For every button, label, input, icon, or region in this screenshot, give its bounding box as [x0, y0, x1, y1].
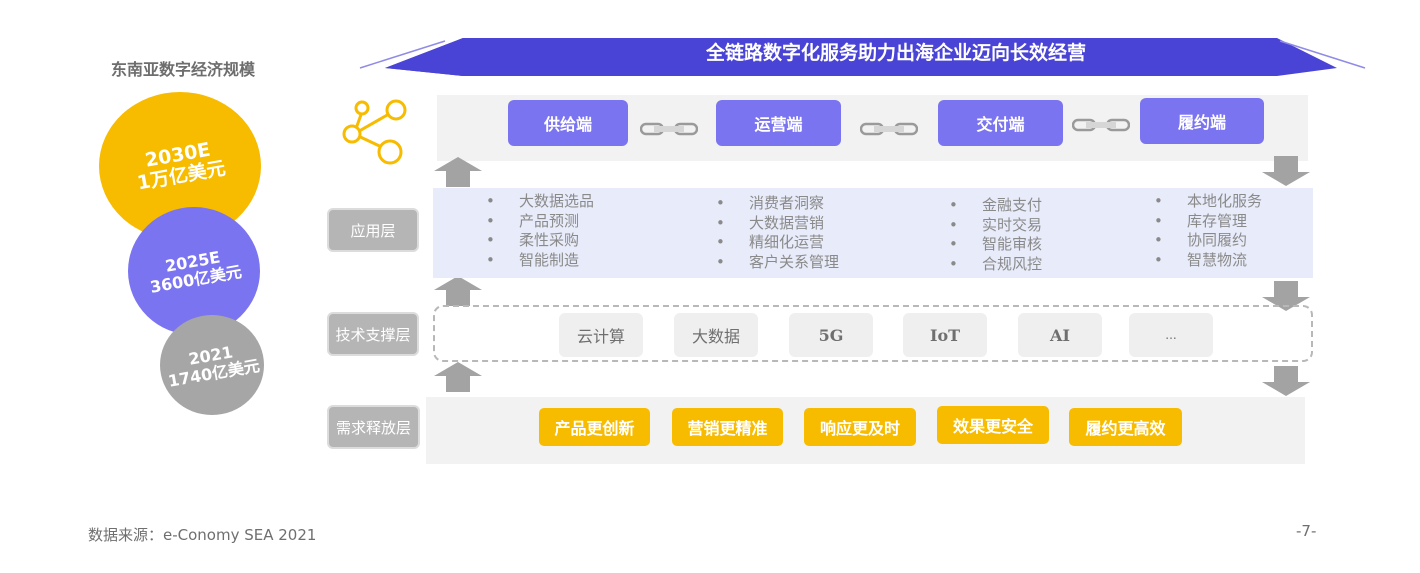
page-number: -7-: [1296, 522, 1317, 540]
arrow-down-icon: [1262, 281, 1310, 311]
list-item: 智能制造: [486, 251, 594, 271]
list-item: 消费者洞察: [716, 194, 839, 214]
application-column-delivery: 金融支付 实时交易 智能审核 合规风控: [949, 196, 1042, 274]
node-delivery[interactable]: 交付端: [938, 100, 1063, 146]
tech-item-bigdata: 大数据: [674, 313, 758, 357]
data-source-note: 数据来源：e-Conomy SEA 2021: [88, 526, 317, 544]
demand-item-marketing: 营销更精准: [672, 408, 783, 446]
list-item: 大数据选品: [486, 192, 594, 212]
arrow-down-icon: [1262, 366, 1310, 396]
application-column-supply: 大数据选品 产品预测 柔性采购 智能制造: [486, 192, 594, 270]
share-network-icon: [342, 99, 407, 165]
application-column-fulfillment: 本地化服务 库存管理 协同履约 智慧物流: [1154, 192, 1262, 270]
node-supply[interactable]: 供给端: [508, 100, 628, 146]
tech-item-iot: IoT: [903, 313, 987, 357]
demand-item-fulfillment: 履约更高效: [1069, 408, 1182, 446]
list-item: 大数据营销: [716, 214, 839, 234]
tech-layer-box: [433, 305, 1313, 362]
list-item: 合规风控: [949, 255, 1042, 275]
list-item: 协同履约: [1154, 231, 1262, 251]
demand-item-response: 响应更及时: [804, 408, 916, 446]
arrow-up-icon: [434, 362, 482, 392]
list-item: 柔性采购: [486, 231, 594, 251]
list-item: 精细化运营: [716, 233, 839, 253]
banner-shape: [359, 38, 1366, 76]
list-item: 产品预测: [486, 212, 594, 232]
list-item: 金融支付: [949, 196, 1042, 216]
tech-item-5g: 5G: [789, 313, 873, 357]
tech-item-cloud: 云计算: [559, 313, 643, 357]
tech-item-ai: AI: [1018, 313, 1102, 357]
node-operation[interactable]: 运营端: [716, 100, 841, 146]
node-fulfillment[interactable]: 履约端: [1140, 98, 1264, 144]
chain-link-icon: [640, 122, 698, 136]
list-item: 智慧物流: [1154, 251, 1262, 271]
list-item: 库存管理: [1154, 212, 1262, 232]
chain-link-icon: [1072, 118, 1130, 132]
layer-label-demand: 需求释放层: [327, 405, 420, 449]
application-column-operation: 消费者洞察 大数据营销 精细化运营 客户关系管理: [716, 194, 839, 272]
layer-label-tech: 技术支撑层: [327, 312, 419, 356]
demand-item-innovation: 产品更创新: [539, 408, 650, 446]
banner-title: 全链路数字化服务助力出海企业迈向长效经营: [706, 42, 1087, 64]
circle-2025: 2025E 3600亿美元: [128, 207, 260, 335]
demand-item-security: 效果更安全: [937, 406, 1049, 444]
economy-scale-title: 东南亚数字经济规模: [110, 60, 255, 79]
list-item: 客户关系管理: [716, 253, 839, 273]
arrow-up-icon: [434, 276, 482, 306]
circle-2021: 2021 1740亿美元: [160, 315, 264, 415]
list-item: 智能审核: [949, 235, 1042, 255]
arrow-down-icon: [1262, 156, 1310, 186]
layer-label-application: 应用层: [327, 208, 419, 252]
list-item: 本地化服务: [1154, 192, 1262, 212]
list-item: 实时交易: [949, 216, 1042, 236]
chain-link-icon: [860, 122, 918, 136]
tech-item-more: ...: [1129, 313, 1213, 357]
arrow-up-icon: [434, 157, 482, 187]
